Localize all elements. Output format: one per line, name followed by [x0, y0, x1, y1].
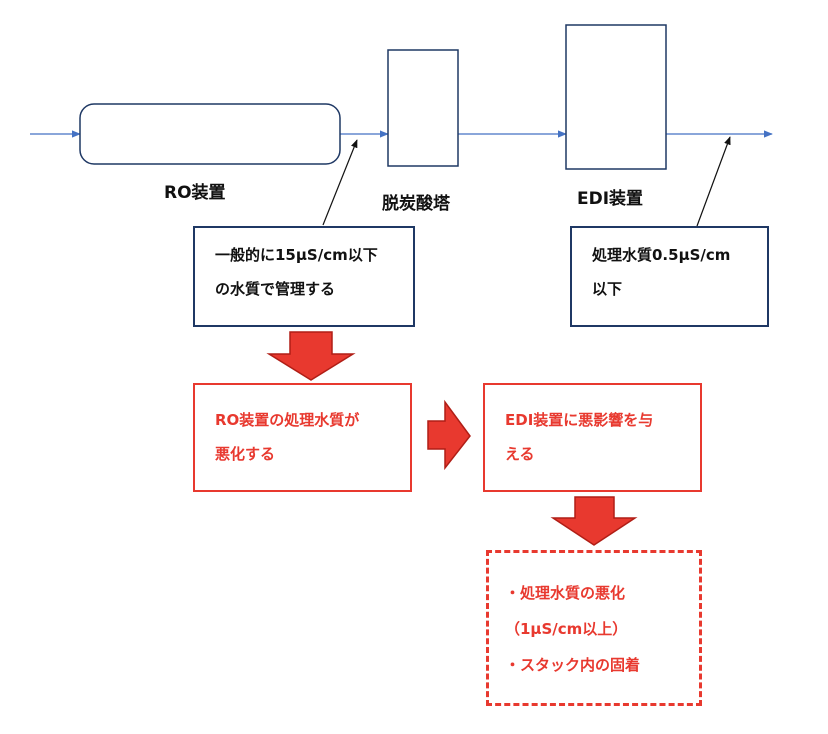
ro-worse-line-1: RO装置の処理水質が — [215, 411, 360, 429]
edi-impact-line-2: える — [505, 445, 535, 463]
edi-quality-note-line-1: 処理水質0.5μS/cm — [592, 246, 731, 264]
down-block-arrow-2 — [550, 496, 638, 546]
ro-worse-effect-box: RO装置の処理水質が 悪化する — [193, 383, 412, 492]
ro-unit-shape — [79, 103, 341, 165]
ro-worse-line-2: 悪化する — [215, 445, 276, 463]
result-line-1: ・処理水質の悪化 — [505, 584, 626, 602]
result-line-2: （1μS/cm以上） — [505, 620, 628, 638]
down-block-arrow-1 — [266, 331, 356, 381]
edi-unit-shape — [565, 24, 667, 170]
result-effect-box: ・処理水質の悪化 （1μS/cm以上） ・スタック内の固着 — [486, 550, 702, 706]
decarb-tower-label: 脱炭酸塔 — [382, 194, 450, 214]
edi-impact-effect-box: EDI装置に悪影響を与 える — [483, 383, 702, 492]
edi-unit-label: EDI装置 — [577, 189, 644, 209]
result-line-3: ・スタック内の固着 — [505, 656, 641, 674]
ro-quality-note-line-1: 一般的に15μS/cm以下 — [215, 246, 378, 264]
right-block-arrow — [427, 399, 471, 471]
ro-quality-note-line-2: の水質で管理する — [215, 280, 336, 298]
decarb-tower-shape — [387, 49, 459, 167]
edi-quality-note-line-2: 以下 — [592, 280, 623, 298]
pointer-arrow-edi-note — [696, 136, 731, 227]
edi-quality-note: 処理水質0.5μS/cm 以下 — [570, 226, 769, 327]
ro-quality-note: 一般的に15μS/cm以下 の水質で管理する — [193, 226, 415, 327]
pointer-arrow-ro-note — [322, 139, 358, 226]
ro-unit-label: RO装置 — [164, 183, 226, 203]
edi-impact-line-1: EDI装置に悪影響を与 — [505, 411, 654, 429]
